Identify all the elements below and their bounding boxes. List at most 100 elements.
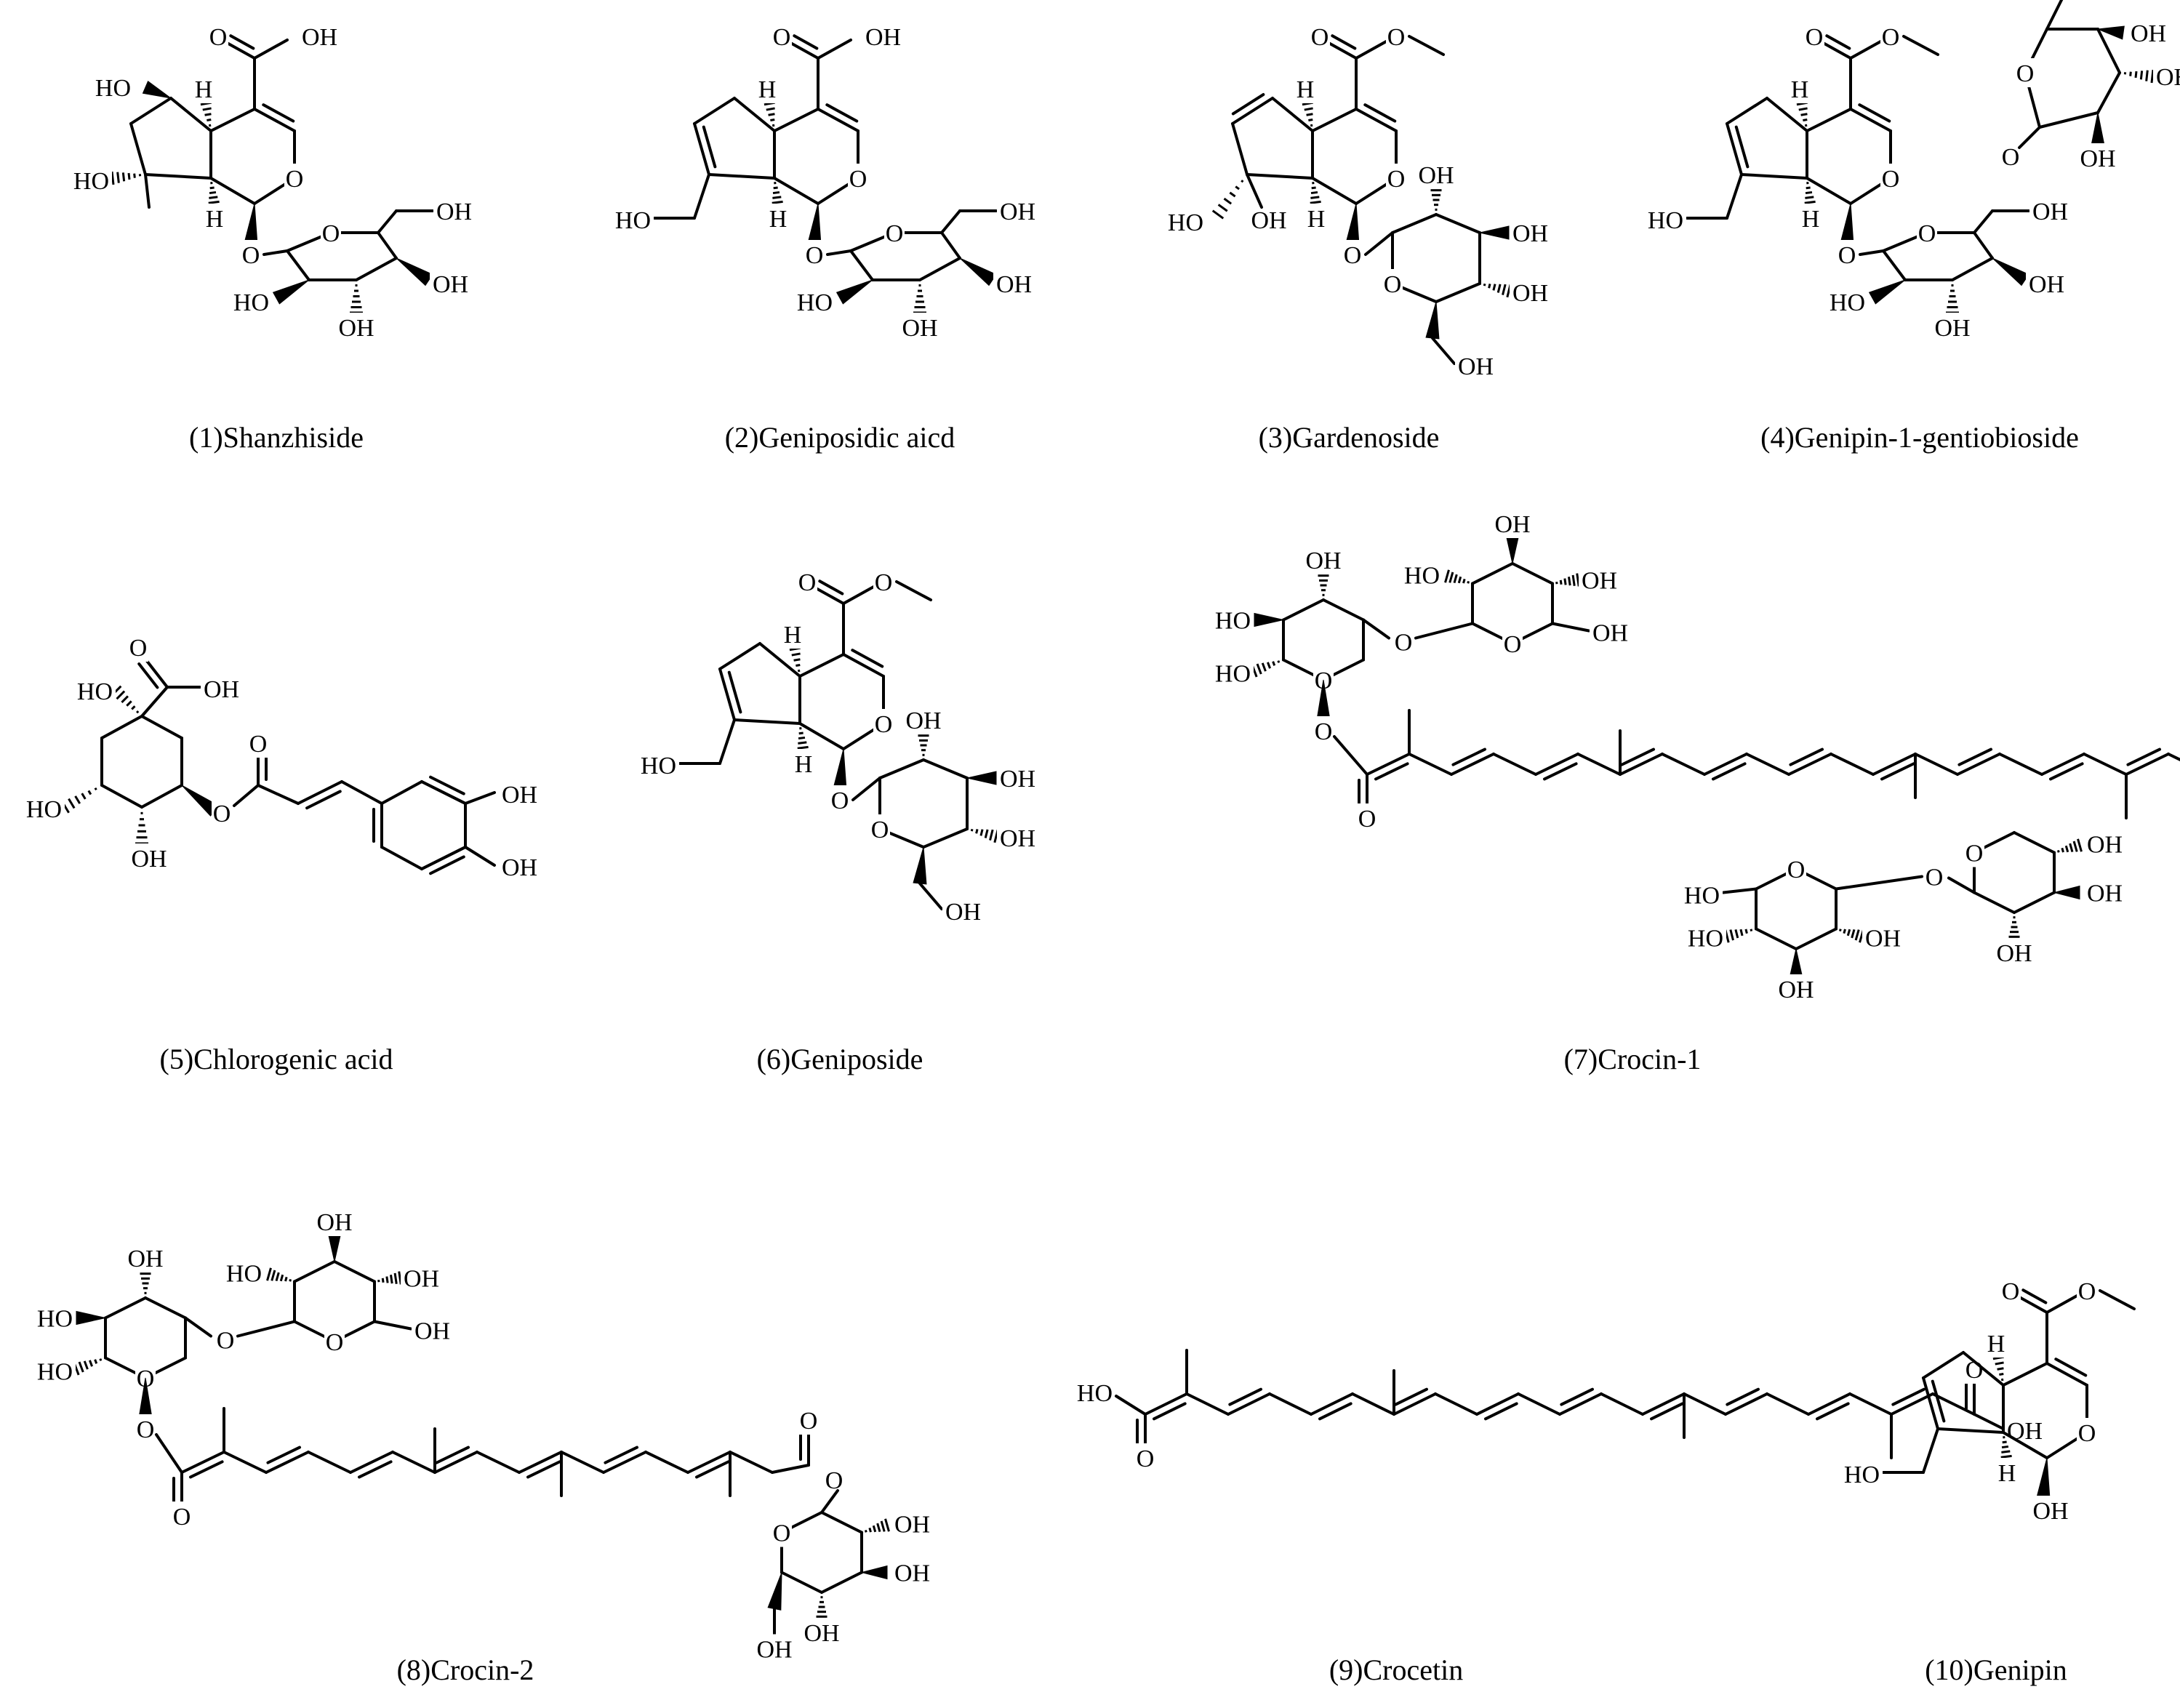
bond (1902, 35, 1939, 56)
atom-label: O (1384, 271, 1402, 298)
atom-label-bg (1846, 1459, 1883, 1488)
bond (1816, 1402, 1850, 1421)
hash-bond (2072, 841, 2078, 852)
bond (1849, 39, 1885, 60)
hash-bond (1798, 107, 1808, 111)
atom-label-bg (1170, 207, 1206, 236)
hash-bond (94, 787, 97, 791)
bond (798, 722, 845, 750)
atom-label: O (1882, 166, 1900, 193)
hash-bond (1997, 1367, 2004, 1371)
atom-label-bg (1310, 22, 1330, 51)
hash-bond (1488, 284, 1491, 289)
bond (1891, 1387, 1925, 1406)
bond (2048, 762, 2084, 781)
hash-bond (116, 690, 126, 700)
bond (229, 34, 255, 50)
bond (2018, 126, 2041, 149)
atom-label-bg (1295, 74, 1315, 103)
caption-chlorogenic-acid: (5)Chlorogenic acid (160, 1043, 393, 1075)
hash-bond (136, 710, 140, 714)
bond (2038, 111, 2099, 129)
atom-label: O (1882, 24, 1900, 51)
bond (2002, 1431, 2048, 1459)
atom-label-bg (1217, 605, 1254, 635)
bond (1551, 622, 1590, 633)
atom-label: O (2078, 1420, 2096, 1447)
atom-label-bg (316, 1207, 353, 1236)
atom-label: O (322, 220, 340, 247)
hash-bond (772, 200, 783, 204)
atom-label-bg (804, 240, 825, 269)
hash-bond (797, 745, 809, 750)
hash-bond (1571, 574, 1576, 586)
atom-label: O (849, 166, 867, 193)
bond (253, 108, 296, 132)
atom-label-bg (39, 1303, 76, 1333)
bond (1931, 1379, 1946, 1423)
atom-label-bg (201, 674, 237, 703)
hash-bond (289, 1278, 292, 1282)
atom-label-bg (902, 313, 938, 342)
caption-crocetin: (9)Crocetin (1329, 1653, 1463, 1686)
bond (1450, 753, 1495, 776)
bond (1619, 753, 1664, 776)
atom-label: OH (338, 315, 374, 342)
hash-bond (204, 113, 212, 116)
hash-bond (772, 124, 775, 127)
atom-label-bg (2032, 1496, 2069, 1525)
atom-label: OH (433, 271, 468, 298)
atom-label: O (249, 731, 268, 758)
atom-label-bg (643, 750, 679, 779)
bond (918, 882, 943, 910)
atom-label: OH (996, 271, 1032, 298)
atom-label-bg (2128, 18, 2164, 47)
bond (420, 846, 467, 870)
bond (1830, 753, 1875, 776)
atom-label: O (871, 817, 889, 843)
atom-label: OH (414, 1318, 450, 1345)
bond (262, 103, 295, 123)
bond (1825, 34, 1851, 50)
bond (1922, 1427, 1939, 1474)
hash-bond (74, 795, 81, 804)
atom-label-bg (905, 705, 942, 734)
caption-geniposide: (6)Geniposide (757, 1043, 923, 1075)
atom-label: O (886, 220, 904, 247)
atom-label: H (1987, 1331, 2005, 1358)
bond (820, 1571, 863, 1594)
bond (1882, 249, 1907, 281)
atom-label: O (173, 1504, 191, 1531)
hash-bond (1229, 191, 1236, 198)
bond (169, 97, 212, 132)
atom-label: OH (1418, 162, 1454, 189)
hash-bond (1457, 576, 1462, 584)
bond (1848, 1392, 1893, 1416)
bond (1311, 177, 1358, 205)
atom-label: O (806, 242, 824, 269)
hash-bond (793, 658, 801, 662)
atom-label: OH (894, 1512, 930, 1539)
atom-label: O (137, 1416, 155, 1443)
bond (420, 780, 467, 805)
atom-label: OH (1305, 548, 1341, 574)
bond (820, 1511, 863, 1534)
bond (820, 1489, 839, 1514)
bond (718, 642, 761, 670)
bond (2013, 891, 2056, 914)
bond (718, 718, 736, 765)
hash-bond (83, 1360, 89, 1370)
atom-label-bg (756, 1634, 793, 1664)
atom-label: O (326, 1329, 344, 1356)
hash-bond (1223, 197, 1233, 205)
atom-label-bg (204, 204, 225, 233)
atom-label-bg (208, 22, 228, 51)
atom-label: O (1925, 865, 1944, 891)
hash-bond (1272, 661, 1276, 666)
atom-label-bg (135, 1414, 156, 1443)
hash-bond (772, 196, 782, 199)
hash-bond (1739, 929, 1744, 937)
atom-label: H (1297, 76, 1315, 103)
atom-label-bg (891, 1509, 928, 1539)
